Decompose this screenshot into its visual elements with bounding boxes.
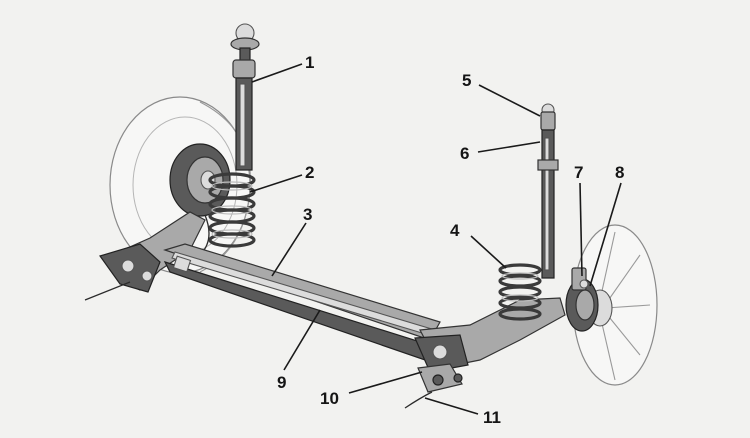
torsion-beam-axle <box>163 243 441 361</box>
leader-line-5 <box>478 84 541 117</box>
right-brake-cable <box>404 391 433 409</box>
callout-8: 8 <box>615 163 624 182</box>
axle-mount-bracket <box>417 363 463 393</box>
leader-line-8 <box>589 182 622 287</box>
left-coil-spring <box>208 172 256 248</box>
leader-line-11 <box>424 397 479 415</box>
callout-11: 11 <box>483 408 501 427</box>
callout-10: 10 <box>320 389 339 408</box>
leader-line-4 <box>470 235 507 269</box>
callout-2: 2 <box>305 163 314 182</box>
callout-9: 9 <box>277 373 286 392</box>
callout-5: 5 <box>462 71 471 90</box>
callout-6: 6 <box>460 144 469 163</box>
leader-line-9 <box>283 309 321 371</box>
leader-line-3 <box>271 222 307 277</box>
right-trailing-arm <box>414 297 566 373</box>
left-shock-absorber <box>230 23 260 171</box>
leader-line-6 <box>477 141 541 153</box>
callout-1: 1 <box>305 53 314 72</box>
left-brake-drum <box>169 143 231 217</box>
callout-numbers: 1 2 3 4 5 6 7 8 9 10 11 <box>277 53 624 427</box>
leader-line-2 <box>249 174 303 193</box>
leader-line-10 <box>348 371 423 394</box>
right-coil-spring <box>498 263 542 321</box>
callout-3: 3 <box>303 205 312 224</box>
leader-lines <box>249 63 622 415</box>
leader-line-7 <box>579 182 583 277</box>
callout-7: 7 <box>574 163 583 182</box>
right-shock-absorber <box>537 103 559 279</box>
callout-4: 4 <box>450 221 460 240</box>
leader-line-1 <box>251 63 303 83</box>
